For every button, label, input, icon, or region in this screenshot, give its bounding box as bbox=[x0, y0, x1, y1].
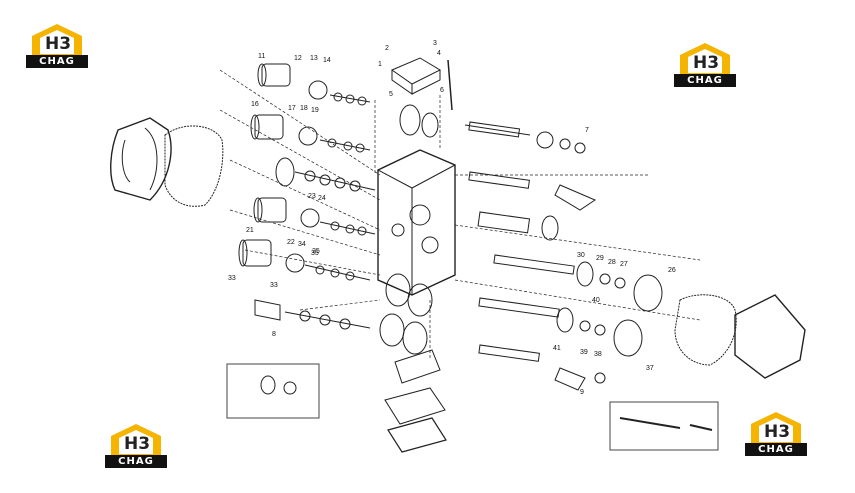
label-4: 4 bbox=[437, 50, 441, 57]
label-25: 25 bbox=[312, 248, 320, 255]
label-28: 28 bbox=[608, 259, 616, 266]
label-8: 8 bbox=[272, 331, 276, 338]
label-30: 30 bbox=[577, 252, 585, 259]
logo-name-text: CHAG bbox=[758, 444, 794, 455]
housing-bore-3 bbox=[391, 223, 405, 237]
inset-box-right bbox=[609, 401, 719, 451]
logo-name-text: CHAG bbox=[118, 456, 154, 467]
right-shaft-1 bbox=[464, 121, 586, 154]
housing-bore-2 bbox=[421, 236, 439, 254]
label-1: 1 bbox=[378, 61, 382, 68]
left-housing-detail bbox=[121, 127, 158, 191]
label-40: 40 bbox=[592, 297, 600, 304]
housing-bore-1 bbox=[409, 204, 431, 226]
label-22: 22 bbox=[287, 239, 295, 246]
center-gear-stack bbox=[379, 104, 439, 355]
label-29: 29 bbox=[596, 255, 604, 262]
label-12: 12 bbox=[294, 55, 302, 62]
logo-mark-text: H3 bbox=[124, 434, 151, 454]
label-26: 26 bbox=[668, 267, 676, 274]
label-33a: 33 bbox=[228, 275, 236, 282]
label-27: 27 bbox=[620, 261, 628, 268]
inset-left-gear bbox=[260, 375, 276, 395]
valve-block bbox=[390, 57, 442, 95]
label-6: 6 bbox=[440, 87, 444, 94]
house-logo-icon bbox=[745, 412, 807, 456]
label-18: 18 bbox=[300, 105, 308, 112]
left-housing-cover bbox=[110, 117, 172, 201]
logo-mark-text: H3 bbox=[693, 53, 720, 73]
label-3: 3 bbox=[433, 40, 437, 47]
left-shaft-row-6 bbox=[254, 299, 371, 330]
label-7: 7 bbox=[585, 127, 589, 134]
label-9: 9 bbox=[580, 389, 584, 396]
right-gasket bbox=[674, 294, 737, 366]
label-17: 17 bbox=[288, 105, 296, 112]
label-39: 39 bbox=[580, 349, 588, 356]
brand-logo-top-left: H3 CHAG bbox=[26, 22, 88, 68]
right-shaft-5 bbox=[478, 297, 643, 357]
label-37: 37 bbox=[646, 365, 654, 372]
logo-name-text: CHAG bbox=[687, 75, 723, 86]
oil-pan-gasket bbox=[384, 387, 446, 425]
right-housing-cover bbox=[734, 294, 806, 379]
label-24: 24 bbox=[318, 195, 326, 202]
left-shaft-row-5 bbox=[238, 239, 371, 281]
assembly-guides bbox=[219, 69, 701, 360]
label-2: 2 bbox=[385, 45, 389, 52]
label-11: 11 bbox=[258, 53, 265, 60]
label-34: 34 bbox=[298, 241, 306, 248]
right-shaft-3 bbox=[477, 211, 559, 241]
central-housing-edges bbox=[377, 164, 456, 295]
left-gasket bbox=[164, 125, 224, 207]
left-shaft-row-1 bbox=[257, 63, 371, 106]
label-19: 19 bbox=[311, 107, 319, 114]
inset-left-ring bbox=[283, 381, 297, 395]
inset-box-left bbox=[226, 363, 320, 419]
inset-right-shaft bbox=[619, 417, 713, 431]
house-logo-icon bbox=[674, 43, 736, 87]
right-shaft-2 bbox=[468, 171, 597, 211]
label-13: 13 bbox=[310, 55, 318, 62]
logo-name-text: CHAG bbox=[39, 56, 75, 67]
label-38: 38 bbox=[594, 351, 602, 358]
central-housing bbox=[377, 149, 456, 296]
logo-mark-text: H3 bbox=[45, 34, 72, 54]
label-21: 21 bbox=[246, 227, 254, 234]
brand-logo-top-right: H3 CHAG bbox=[674, 41, 736, 87]
label-23: 23 bbox=[308, 193, 316, 200]
left-shaft-row-4 bbox=[253, 197, 376, 236]
label-5: 5 bbox=[389, 91, 393, 98]
house-logo-icon bbox=[26, 24, 88, 68]
oil-pan-cover bbox=[387, 417, 447, 453]
logo-mark-text: H3 bbox=[764, 422, 791, 442]
label-14: 14 bbox=[323, 57, 331, 64]
label-33b: 33 bbox=[270, 282, 278, 289]
part-number-labels: 1 2 3 4 5 6 7 8 9 11 12 13 14 16 17 18 1… bbox=[228, 40, 676, 396]
right-shaft-4 bbox=[493, 254, 663, 312]
label-41: 41 bbox=[553, 345, 561, 352]
oil-pan-top bbox=[394, 349, 441, 384]
left-shaft-row-2 bbox=[250, 114, 371, 153]
left-shaft-row-3 bbox=[275, 157, 376, 192]
brand-logo-bottom-right: H3 CHAG bbox=[745, 410, 807, 456]
brand-logo-bottom-left: H3 CHAG bbox=[105, 422, 167, 468]
house-logo-icon bbox=[105, 424, 167, 468]
right-shaft-6 bbox=[478, 344, 606, 391]
label-16: 16 bbox=[251, 101, 259, 108]
dipstick bbox=[447, 59, 453, 111]
label-35: 35 bbox=[311, 250, 319, 257]
